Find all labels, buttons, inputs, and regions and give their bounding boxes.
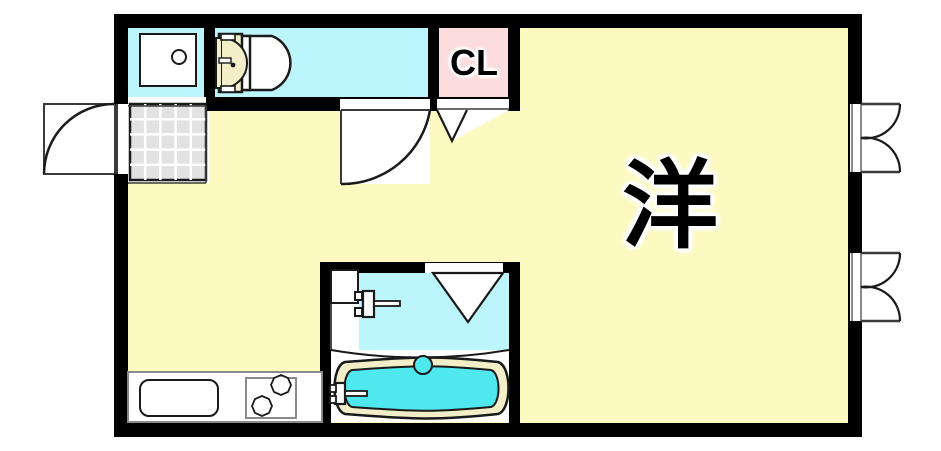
room-label-main: 洋 [622,150,718,262]
wall-entry-jamb-bottom [114,172,128,182]
toilet-icon [215,32,292,94]
wall-closet-left [428,14,439,111]
kitchen-counter-icon [127,371,323,423]
window-opening-upper-right [850,104,861,172]
wall-outer-left-lower [114,175,128,437]
wall-toilet-left-bottom [114,97,128,106]
door-threshold-closet [437,99,509,110]
room-label-closet: CL [450,42,498,83]
washroom-folding-door [430,271,506,324]
wall-outer-top [114,14,862,28]
window-upper-right-icon [851,102,902,174]
door-threshold-genkan [128,97,206,107]
window-lower-right-icon [851,251,902,323]
wall-closet-right [508,14,520,111]
room-fill-closet [437,27,509,97]
window-opening-lower-right [850,253,861,321]
door-threshold-room [340,99,430,110]
bath-tub-icon [329,349,510,420]
wall-bath-left [320,262,331,437]
entrance-door-swing [42,102,118,175]
wall-outer-bottom [114,423,862,437]
wall-cabinet-icon [139,33,197,87]
room-fill-main-upper-right [520,27,855,102]
closet-folding-door [436,109,509,144]
wall-outer-left-upper [114,14,128,104]
wall-toilet-divider [204,14,215,111]
room-door-swing [340,109,432,186]
wall-bath-top [320,262,520,273]
door-threshold-washroom [425,263,503,273]
wall-bath-right [509,262,520,437]
wash-basin-icon [330,269,401,350]
interior-outlines [128,105,509,350]
shoe-tile-floor-icon [128,102,208,182]
